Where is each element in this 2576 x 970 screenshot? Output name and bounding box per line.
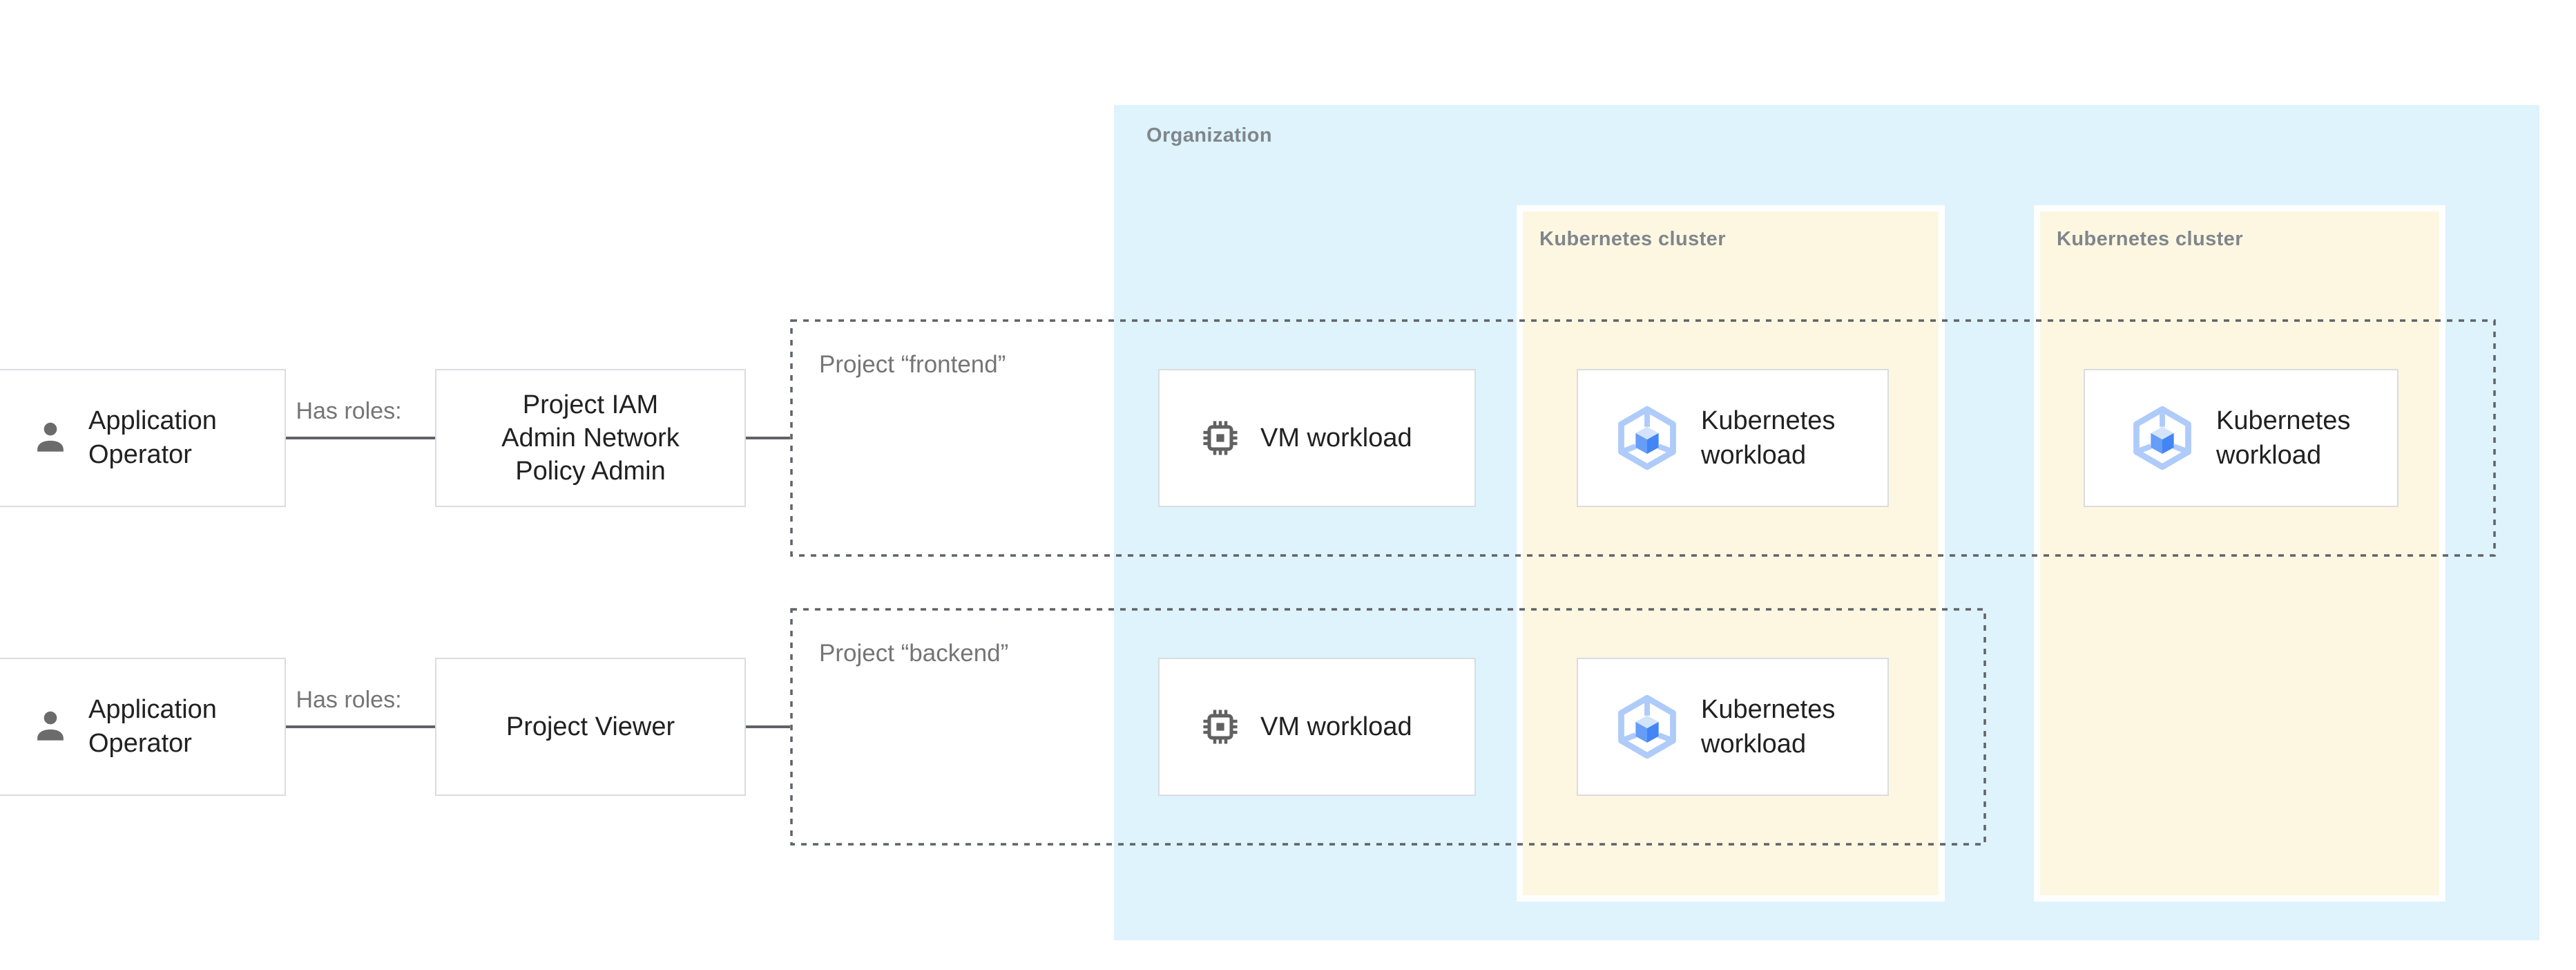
kubernetes-cluster-1-label: Kubernetes cluster: [1539, 228, 1726, 250]
connector-actor1-role1: [285, 437, 435, 439]
gke-hexagon-icon: [2128, 403, 2197, 473]
vm-workload-label: VM workload: [1260, 423, 1412, 453]
k8s-workload-label: Kubernetes workload: [2216, 406, 2351, 470]
k8s-workload-label: Kubernetes workload: [1701, 406, 1836, 470]
project-backend-label: Project “backend”: [819, 640, 1009, 667]
project-backend-boundary: [790, 608, 1986, 846]
k8s-workload-box-frontend-cluster2: Kubernetes workload: [2084, 369, 2399, 507]
actor-label: Application Operator: [88, 406, 217, 469]
role-box-1: Project IAM Admin Network Policy Admin: [435, 369, 746, 507]
k8s-workload-box-backend-cluster1: Kubernetes workload: [1577, 658, 1889, 796]
connector-role1-project-frontend: [746, 437, 790, 439]
vm-workload-box-backend: VM workload: [1158, 658, 1476, 796]
person-icon: [29, 705, 72, 748]
gke-hexagon-icon: [1613, 692, 1682, 761]
vm-workload-label: VM workload: [1260, 712, 1412, 741]
person-icon: [29, 417, 72, 459]
connector-actor2-role2: [285, 725, 435, 728]
has-roles-label-1: Has roles:: [296, 398, 402, 424]
actor-label: Application Operator: [88, 695, 217, 758]
gke-hexagon-icon: [1613, 403, 1682, 473]
actor-box-2: Application Operator: [0, 658, 286, 796]
role-label: Project Viewer: [506, 712, 675, 741]
kubernetes-cluster-zone-2: [2034, 205, 2445, 902]
kubernetes-cluster-2-label: Kubernetes cluster: [2057, 228, 2243, 250]
project-frontend-boundary: [790, 319, 2496, 557]
k8s-workload-box-frontend-cluster1: Kubernetes workload: [1577, 369, 1889, 507]
role-box-2: Project Viewer: [435, 658, 746, 796]
chip-icon: [1198, 705, 1242, 749]
organization-zone-label: Organization: [1146, 124, 1273, 146]
chip-icon: [1198, 416, 1242, 460]
connector-role2-project-backend: [746, 725, 790, 728]
actor-box-1: Application Operator: [0, 369, 286, 507]
project-frontend-label: Project “frontend”: [819, 351, 1006, 378]
has-roles-label-2: Has roles:: [296, 687, 402, 713]
role-label: Project IAM Admin Network Policy Admin: [501, 390, 680, 486]
vm-workload-box-frontend: VM workload: [1158, 369, 1476, 507]
k8s-workload-label: Kubernetes workload: [1701, 695, 1836, 759]
